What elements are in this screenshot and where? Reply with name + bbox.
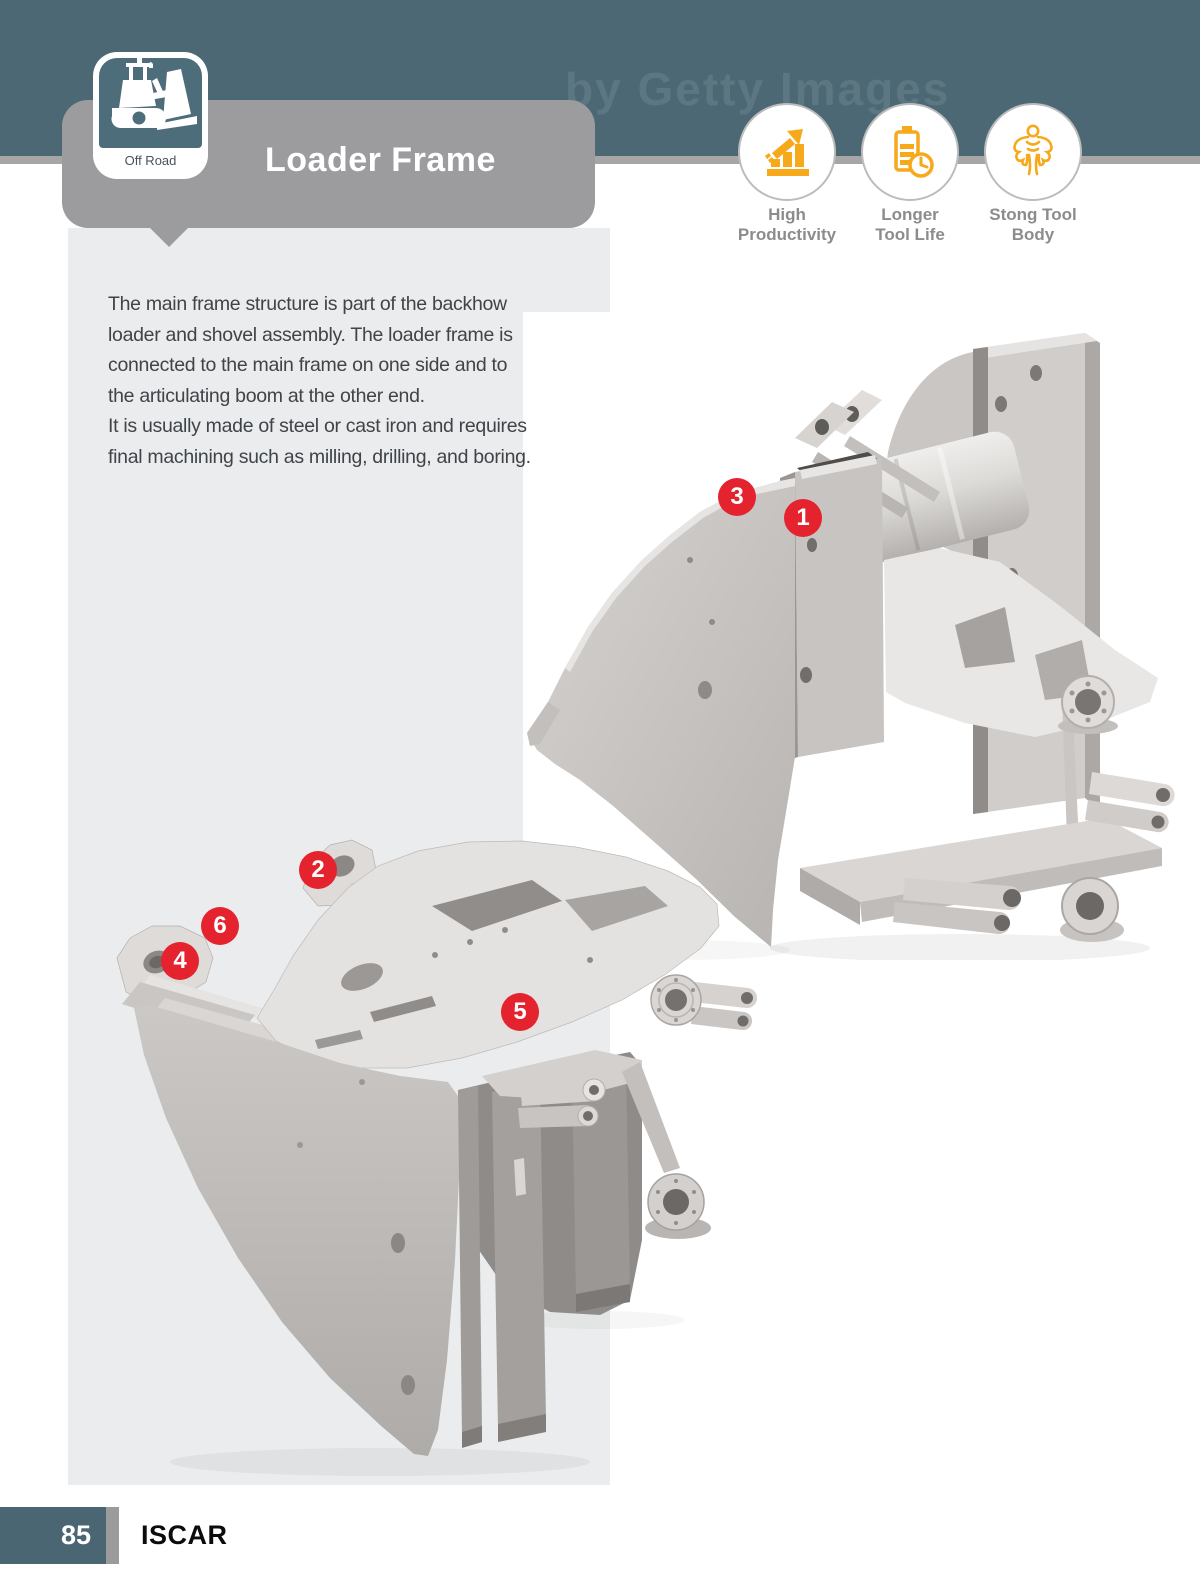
callout-4: 4 [161, 942, 199, 980]
loader-frame-render-bottom [116, 839, 758, 1476]
bulldozer-icon [99, 58, 202, 148]
header-bottom-strip [0, 156, 1200, 164]
footer-gray-strip [106, 1507, 119, 1564]
stock-photo-watermark: by Getty Images [565, 63, 951, 115]
callout-5-number: 5 [513, 998, 527, 1025]
callout-6-number: 6 [213, 912, 227, 939]
category-badge-off-road: Off Road [93, 52, 208, 179]
page-number-box: 85 [0, 1507, 106, 1564]
page-title: Loader Frame [265, 141, 496, 179]
callout-1: 1 [784, 499, 822, 537]
callout-4-number: 4 [173, 947, 187, 974]
strong-body-icon [1013, 124, 1053, 176]
benefit-label-strong-body: Stong Tool Body [989, 205, 1077, 244]
callout-3-number: 3 [730, 483, 744, 510]
callout-2-number: 2 [311, 856, 325, 883]
benefit-label-productivity: High Productivity [737, 205, 837, 244]
benefit-badge-tool-life [861, 103, 959, 201]
callout-5: 5 [501, 993, 539, 1031]
callout-6: 6 [201, 907, 239, 945]
callout-2: 2 [299, 851, 337, 889]
page-number: 85 [60, 1520, 91, 1550]
brand-logo: ISCAR [141, 1520, 228, 1550]
benefit-badge-productivity [738, 103, 836, 201]
benefit-badge-strong-body [984, 103, 1082, 201]
battery-clock-icon [894, 126, 934, 178]
loader-frame-render-top [527, 333, 1175, 960]
category-label: Off Road [124, 153, 177, 168]
callout-1-number: 1 [796, 504, 810, 531]
title-banner-tail [148, 226, 190, 247]
benefit-label-tool-life: Longer Tool Life [875, 205, 945, 244]
description-text: The main frame structure is part of the … [108, 293, 531, 468]
productivity-chart-arrow-icon [765, 129, 809, 176]
callout-3: 3 [718, 478, 756, 516]
